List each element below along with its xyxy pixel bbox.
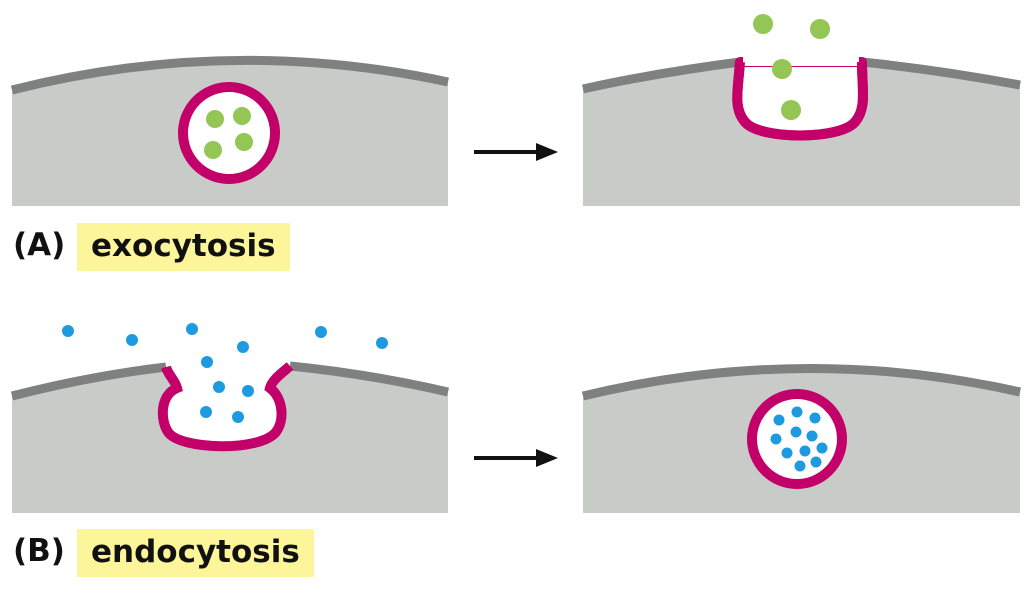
- panel-b-label: endocytosis: [77, 529, 314, 577]
- plasma-membrane: [582, 57, 741, 94]
- invaginating-membrane: [162, 366, 290, 447]
- panel-b-letter: (B): [13, 533, 65, 569]
- plasma-membrane: [581, 364, 1021, 401]
- extracellular-molecule: [315, 326, 327, 338]
- internalized-molecule: [809, 412, 821, 424]
- extracellular-molecule: [237, 341, 249, 353]
- panel-a-label: exocytosis: [77, 223, 290, 271]
- process-arrow: [474, 449, 558, 467]
- panel-b-before: [10, 323, 450, 513]
- plasma-membrane: [289, 361, 450, 397]
- released-molecule: [772, 59, 792, 79]
- internalized-molecule: [810, 456, 822, 468]
- internalized-molecule: [791, 406, 803, 418]
- cargo-molecule: [206, 110, 224, 128]
- internalized-molecule: [794, 460, 806, 472]
- panel-a-before: [10, 55, 449, 206]
- process-arrow: [474, 143, 558, 161]
- extracellular-molecule: [186, 323, 198, 335]
- panel-b-after: [581, 364, 1021, 513]
- released-molecule: [753, 14, 773, 34]
- internalized-molecule: [806, 430, 818, 442]
- released-molecule: [781, 100, 801, 120]
- internalized-molecule: [781, 447, 793, 459]
- cargo-molecule: [233, 107, 251, 125]
- internalized-molecule: [770, 433, 782, 445]
- extracellular-molecule: [232, 411, 244, 423]
- internalized-molecule: [773, 414, 785, 426]
- extracellular-molecule: [213, 381, 225, 393]
- cargo-molecule: [235, 133, 253, 151]
- extracellular-molecule: [376, 337, 388, 349]
- cargo-molecule: [204, 141, 222, 159]
- plasma-membrane: [10, 362, 167, 401]
- plasma-membrane: [10, 55, 449, 95]
- panel-a-after: [582, 14, 1021, 206]
- extracellular-molecule: [242, 385, 254, 397]
- extracellular-molecule: [126, 334, 138, 346]
- released-molecule: [810, 19, 830, 39]
- secretory-vesicle: [178, 82, 280, 184]
- panel-a-letter: (A): [13, 227, 66, 263]
- internalized-molecule: [799, 445, 811, 457]
- internalized-molecule: [790, 426, 802, 438]
- internalized-molecule: [816, 442, 828, 454]
- plasma-membrane: [861, 57, 1021, 90]
- extracellular-molecule: [62, 325, 74, 337]
- extracellular-molecule: [201, 356, 213, 368]
- extracellular-molecule: [200, 406, 212, 418]
